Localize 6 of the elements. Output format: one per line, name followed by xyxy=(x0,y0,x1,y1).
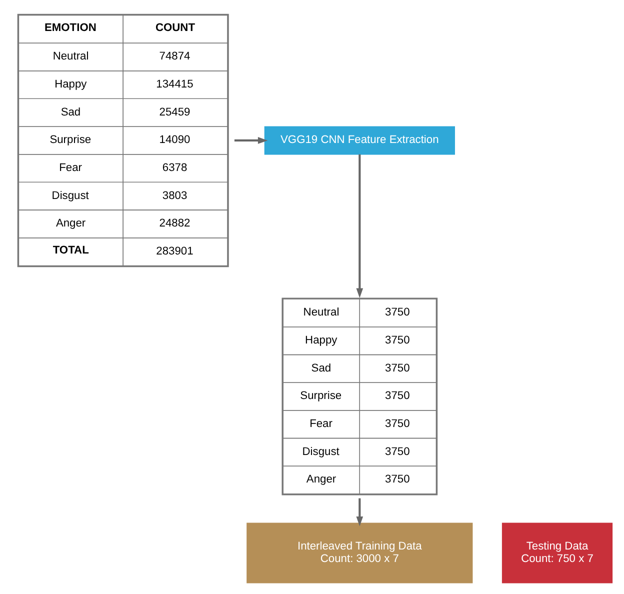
arrow xyxy=(356,498,364,526)
node-box: Testing Data Count: 750 x 7 xyxy=(502,522,613,584)
arrow xyxy=(356,154,364,298)
node-box: VGG19 CNN Feature Extraction xyxy=(264,126,455,155)
arrow xyxy=(234,137,268,144)
node-box: Interleaved Training Data Count: 3000 x 7 xyxy=(246,522,473,584)
